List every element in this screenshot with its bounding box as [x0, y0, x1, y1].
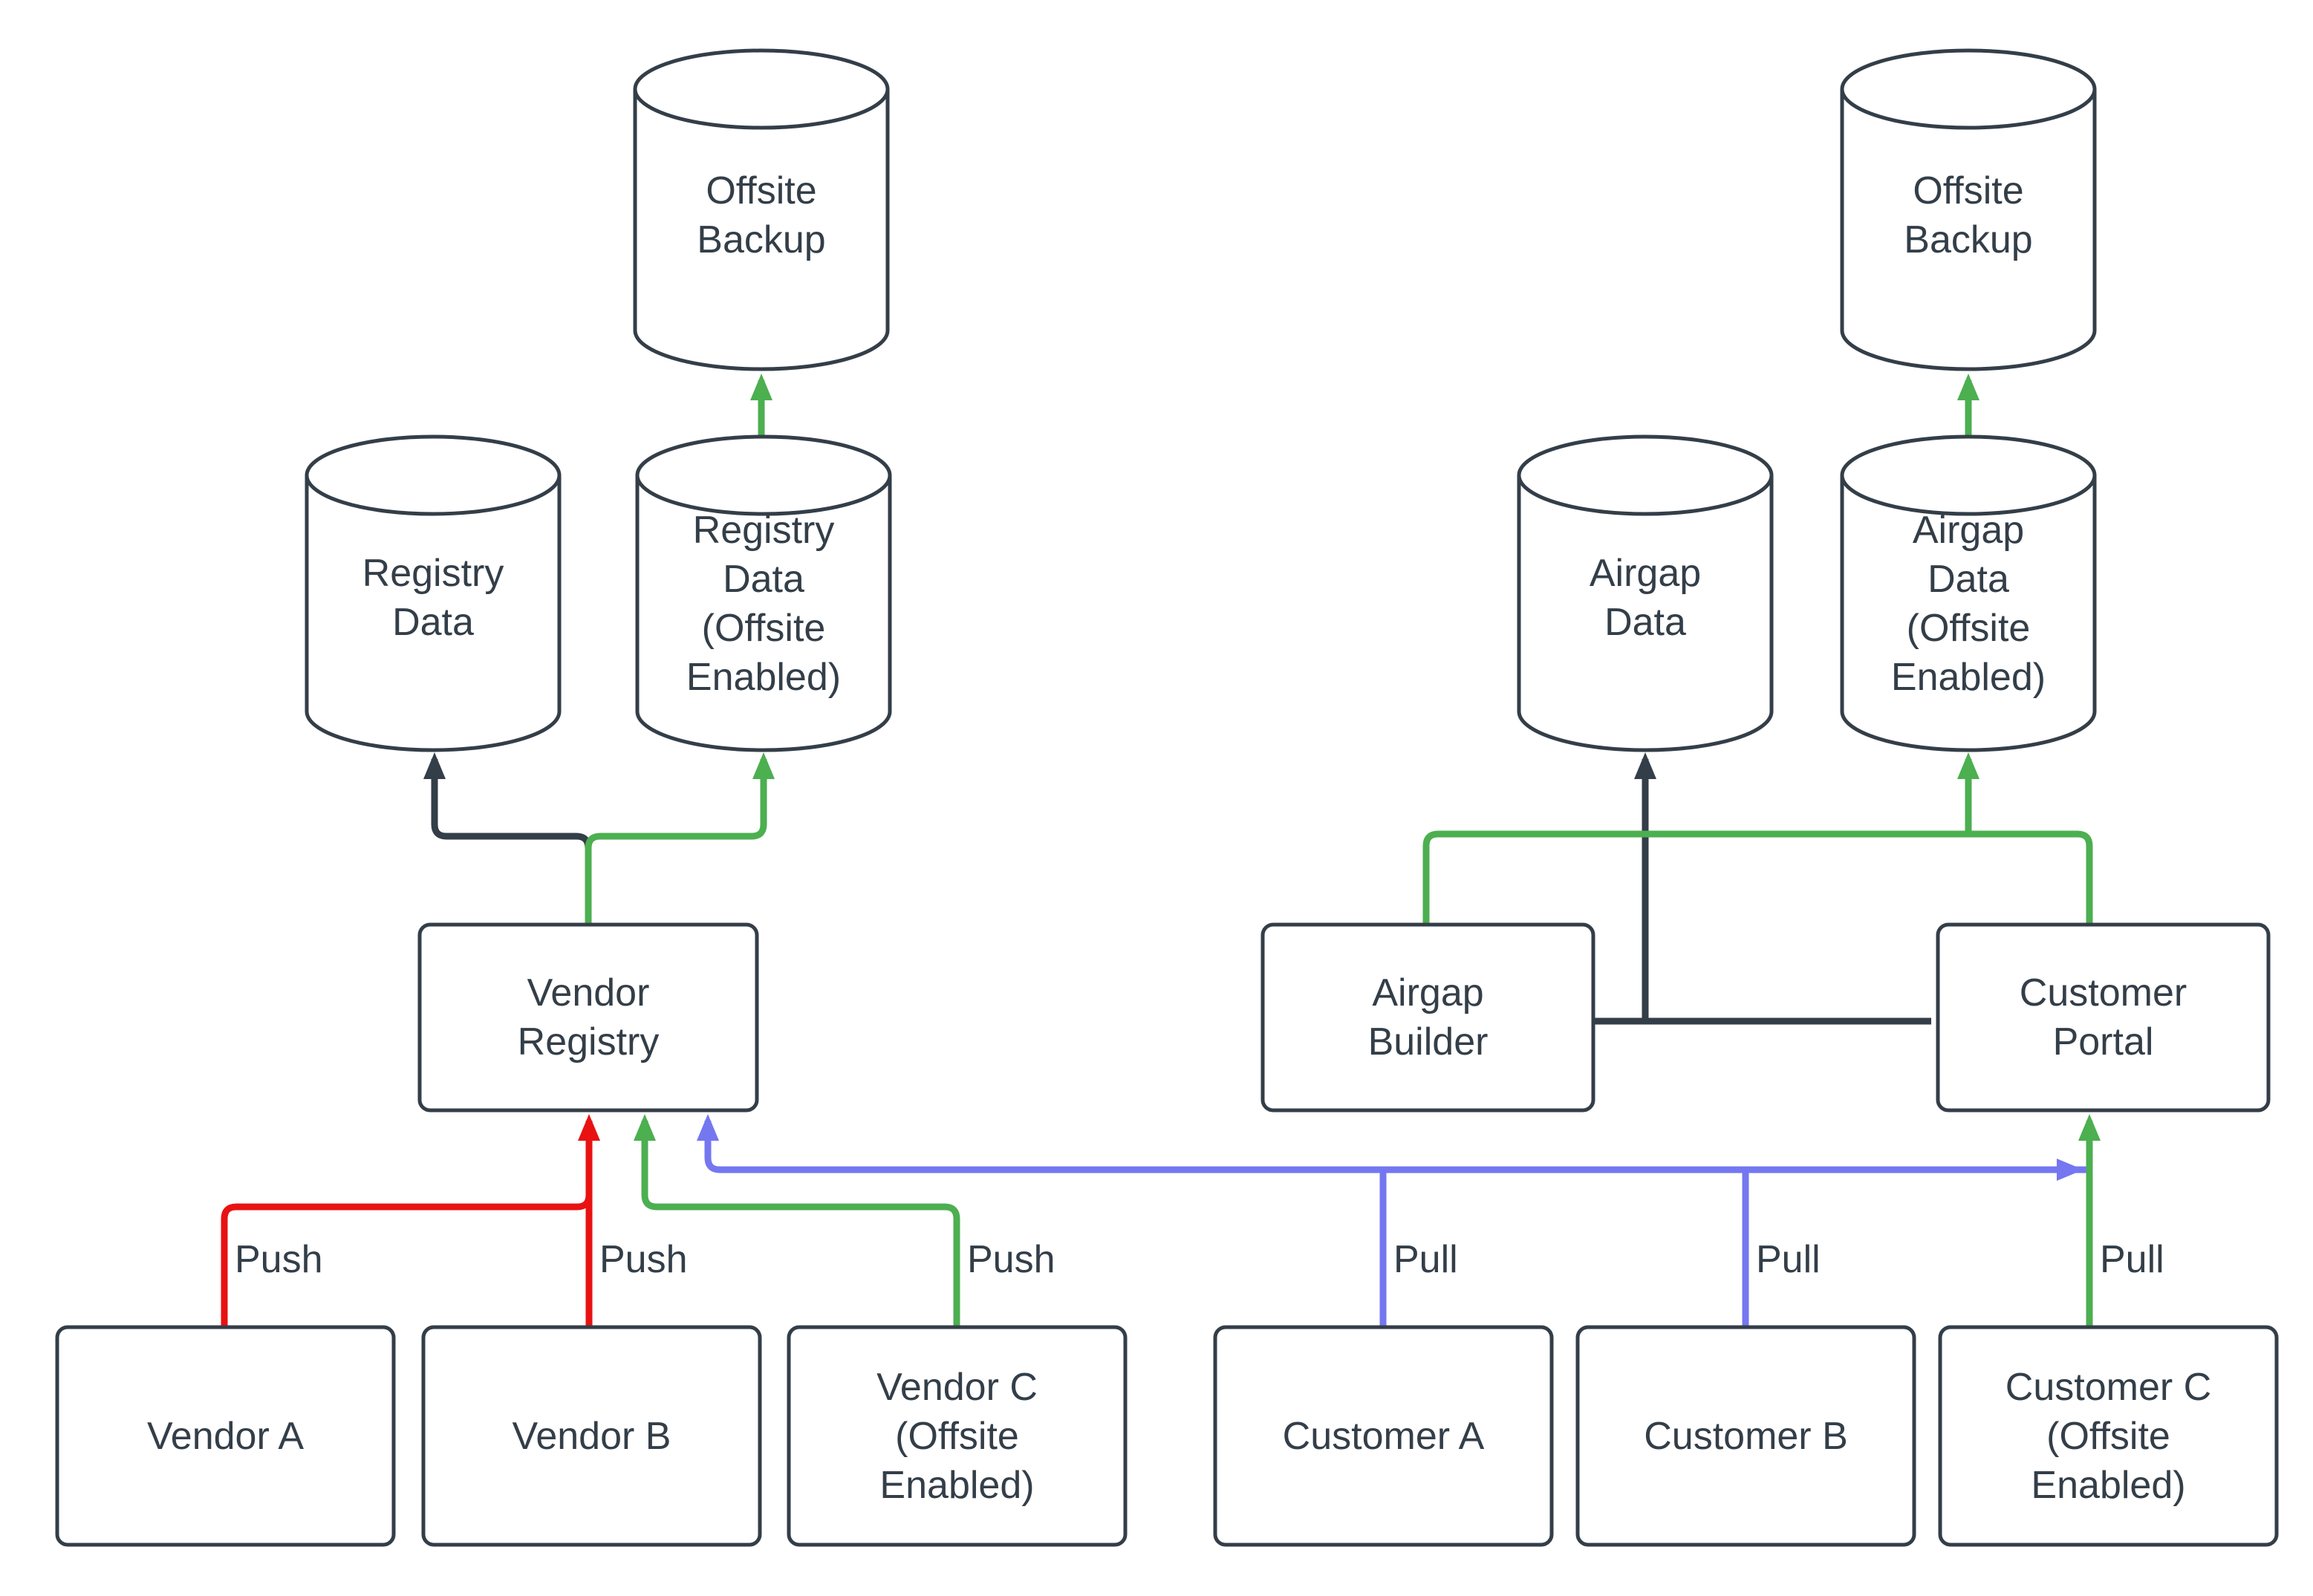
edge-vr-to-registry-data: [423, 752, 592, 925]
registry-data-cylinder: [305, 434, 562, 752]
offsite-backup-right-cylinder: [1840, 48, 2097, 371]
customer-b-box: [1575, 1325, 1916, 1547]
edge-vendor-c-push: [634, 1114, 960, 1326]
vendor-registry-box: [417, 922, 759, 1113]
airgap-data-cylinder: [1517, 434, 1774, 752]
customer-portal-box: [1936, 922, 2271, 1113]
registry-data-offsite-cylinder: [635, 434, 892, 752]
edge-vr-to-registry-data-offsite: [585, 752, 775, 925]
edge-vendor-a-push: [221, 1194, 593, 1326]
customer-a-box: [1213, 1325, 1554, 1547]
vendor-c-box: [787, 1325, 1128, 1547]
customer-c-box: [1938, 1325, 2279, 1547]
edge-pull-main: [697, 1114, 2089, 1173]
airgap-data-offsite-cylinder: [1840, 434, 2097, 752]
airgap-builder-box: [1260, 922, 1595, 1113]
vendor-a-box: [55, 1325, 396, 1547]
edge-builder-to-portal-green: [1422, 830, 2093, 925]
offsite-backup-left-cylinder: [633, 48, 890, 371]
vendor-b-box: [421, 1325, 762, 1547]
